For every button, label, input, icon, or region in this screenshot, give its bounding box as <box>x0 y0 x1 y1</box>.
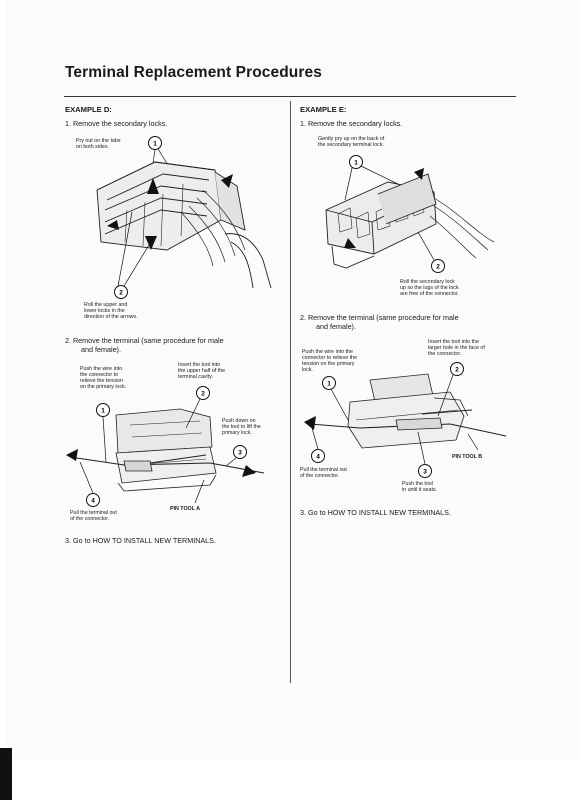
svg-text:2: 2 <box>119 290 123 297</box>
pin-tool-b-label: PIN TOOL B <box>452 454 483 460</box>
example-e-fig1-callout-1: Gently pry up on the back of the seconda… <box>318 136 385 149</box>
example-d-step-2-line-2: and female). <box>81 345 121 354</box>
example-e-step-2-line-1: 2. Remove the terminal (same procedure f… <box>300 313 459 322</box>
example-d-fig2-callout-1: Push the wire into the connector to reli… <box>80 366 127 391</box>
example-d-heading: EXAMPLE D: <box>65 105 112 114</box>
example-e-step-1: 1. Remove the secondary locks. <box>300 119 403 128</box>
example-e-step-3: 3. Go to HOW TO INSTALL NEW TERMINALS. <box>300 508 451 517</box>
svg-text:1: 1 <box>327 381 331 388</box>
example-d-fig1-callout-2: Roll the upper and lower locks in the di… <box>84 302 138 321</box>
svg-text:4: 4 <box>316 454 320 461</box>
svg-text:4: 4 <box>91 498 95 505</box>
example-d-step-1: 1. Remove the secondary locks. <box>65 119 168 128</box>
svg-text:2: 2 <box>436 264 440 271</box>
example-d-fig1-callout-1: Pry out on the tabs on both sides. <box>76 138 121 151</box>
example-d-step-3: 3. Go to HOW TO INSTALL NEW TERMINALS. <box>65 536 216 545</box>
example-e-terminal-illustration <box>304 373 507 449</box>
example-e-fig2-callout-3: Push the tool in until it seats. <box>402 481 438 494</box>
svg-text:3: 3 <box>423 469 427 476</box>
title-rule <box>64 96 516 97</box>
column-divider <box>290 101 291 683</box>
example-d-connector-illustration <box>96 161 272 289</box>
page-title: Terminal Replacement Procedures <box>65 64 322 81</box>
example-d-fig2-callout-3: Push down on the tool to lift the primar… <box>222 418 261 437</box>
svg-text:3: 3 <box>238 450 242 457</box>
svg-text:1: 1 <box>101 408 105 415</box>
page-left-margin <box>0 0 6 800</box>
example-d-step-2-line-1: 2. Remove the terminal (same procedure f… <box>65 336 224 345</box>
svg-text:1: 1 <box>354 160 358 167</box>
example-e-fig1-callout-2: Roll the secondary lock up so the lugs o… <box>400 279 459 298</box>
svg-text:2: 2 <box>201 391 205 398</box>
example-e-connector-illustration <box>325 168 495 269</box>
scan-edge-shadow <box>0 748 12 800</box>
example-d-fig2-callout-4: Pull the terminal out of the connector. <box>70 510 117 523</box>
example-e-heading: EXAMPLE E: <box>300 105 347 114</box>
pin-tool-a-label: PIN TOOL A <box>170 506 200 512</box>
example-e-fig2-callout-1: Push the wire into the connector to reli… <box>302 349 358 374</box>
svg-text:2: 2 <box>455 367 459 374</box>
example-d-fig2-callout-2: Insert the tool into the upper half of t… <box>178 362 226 381</box>
svg-text:1: 1 <box>153 141 157 148</box>
example-d-terminal-illustration <box>66 408 265 492</box>
example-e-step-2-line-2: and female). <box>316 322 356 331</box>
page-bottom-margin <box>0 760 581 800</box>
example-e-fig2-callout-2: Insert the tool into the larger hole in … <box>428 339 485 358</box>
example-e-fig2-callout-4: Pull the terminal out of the connector. <box>300 467 347 480</box>
